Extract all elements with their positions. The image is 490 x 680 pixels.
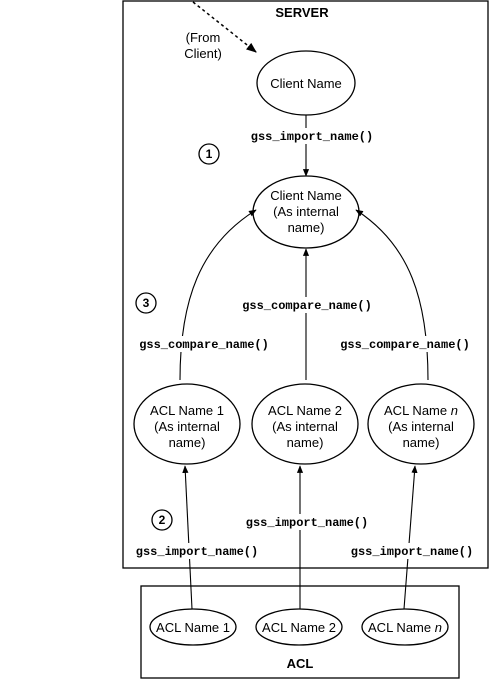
compare-middle-function: gss_compare_name() [242,299,372,313]
step-3-label: 3 [143,296,150,310]
acl-internal-1-line1: ACL Name 1 [150,403,224,418]
acl-internal-2-line2: (As internal [272,419,338,434]
acl-1-label: ACL Name 1 [156,620,230,635]
compare-left-arrow [179,209,257,381]
step-1-label: 1 [206,147,213,161]
client-name-label: Client Name [270,76,342,91]
import-right-arrow [403,465,418,610]
import-right-function: gss_import_name() [351,545,473,559]
acl-internal-2-node [251,383,359,465]
server-title: SERVER [275,5,329,20]
client-internal-line3: name) [288,220,325,235]
acl-2-label: ACL Name 2 [262,620,336,635]
acl-internal-n-italic: n [451,403,458,418]
acl-n-italic: n [435,620,442,635]
step-2-marker [151,509,173,531]
acl-internal-n-line2: (As internal [388,419,454,434]
acl-internal-1-line2: (As internal [154,419,220,434]
acl-n-node [361,608,449,646]
acl-n-label: ACL Name n [368,620,442,635]
acl-internal-2-line1: ACL Name 2 [268,403,342,418]
compare-right-function: gss_compare_name() [340,338,470,352]
import-middle-function: gss_import_name() [246,516,368,530]
acl-title: ACL [287,656,314,671]
from-client-arrow [192,1,257,53]
acl-1-node [149,608,237,646]
from-client-label-line1: (From [186,30,221,45]
acl-internal-n-node [367,383,475,465]
client-internal-line1: Client Name [270,188,342,203]
acl-internal-1-node [133,383,241,465]
from-client-label-line2: Client) [184,46,222,61]
acl-2-node [255,608,343,646]
step-2-label: 2 [159,513,166,527]
acl-n-prefix: ACL Name [368,620,435,635]
client-internal-line2: (As internal [273,204,339,219]
import-left-arrow [182,465,193,610]
compare-left-function: gss_compare_name() [139,338,269,352]
step-1-marker [198,143,220,165]
import-left-function: gss_import_name() [136,545,258,559]
acl-internal-n-prefix: ACL Name [384,403,451,418]
compare-right-arrow [355,209,429,381]
server-box [122,0,489,569]
step-3-marker [135,292,157,314]
import-top-function: gss_import_name() [251,130,373,144]
acl-internal-n-line3: name) [403,435,440,450]
acl-internal-2-line3: name) [287,435,324,450]
acl-internal-1-line3: name) [169,435,206,450]
acl-internal-n-line1: ACL Name n [384,403,458,418]
